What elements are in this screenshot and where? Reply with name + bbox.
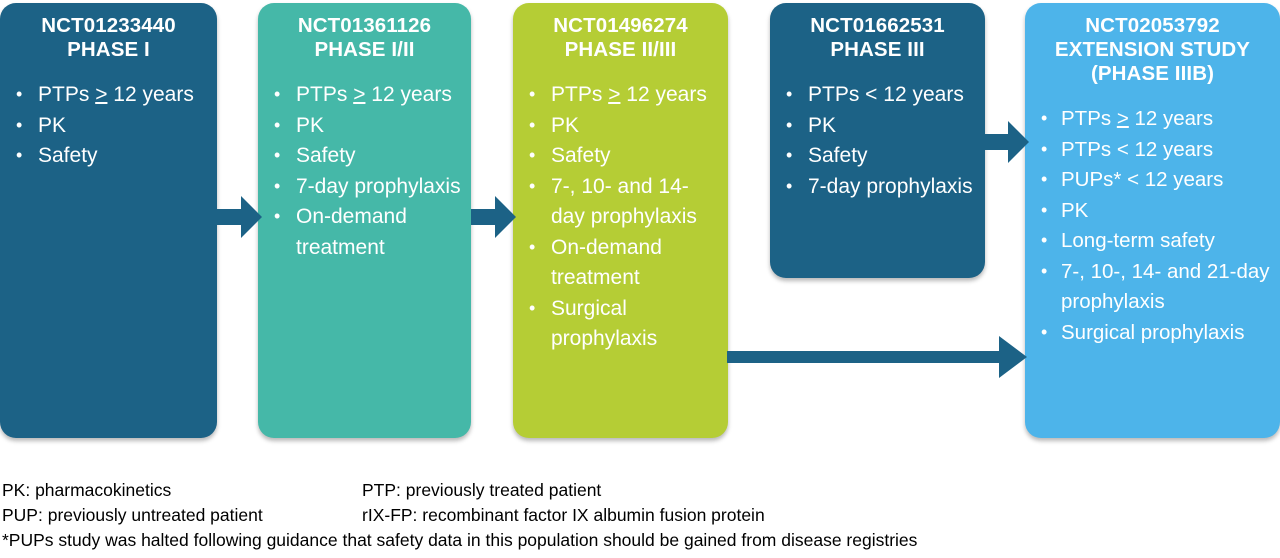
- footnotes: PK: pharmacokinetics PTP: previously tre…: [0, 478, 1280, 553]
- footnote-ptp: PTP: previously treated patient: [362, 480, 602, 500]
- footnote-pk: PK: pharmacokinetics: [2, 480, 172, 500]
- arrow-right-icon-box4-to-box5: [985, 121, 1029, 163]
- list-item: PK: [1035, 195, 1270, 227]
- study-box-nct02053792[interactable]: NCT02053792 EXTENSION STUDY (PHASE IIIB)…: [1025, 3, 1280, 438]
- arrow-right-icon-box2-to-box3: [471, 196, 516, 238]
- greater-or-equal-symbol: >: [353, 83, 366, 106]
- footnote-pup: PUP: previously untreated patient: [2, 505, 263, 525]
- study-box-title: NCT01662531 PHASE III: [810, 14, 945, 61]
- arrow-right-icon-box1-to-box2: [217, 196, 262, 238]
- list-item: PTPs > 12 years: [1035, 103, 1270, 135]
- footnote-pups-asterisk: *PUPs study was halted following guidanc…: [2, 530, 918, 550]
- list-item: 7-day prophylaxis: [780, 171, 975, 203]
- footnote-row-1: PK: pharmacokinetics PTP: previously tre…: [0, 478, 1280, 503]
- study-box-nct01662531[interactable]: NCT01662531 PHASE III PTPs < 12 years PK…: [770, 3, 985, 278]
- study-box-nct01233440[interactable]: NCT01233440 PHASE I PTPs > 12 years PK S…: [0, 3, 217, 438]
- list-item: Surgical prophylaxis: [1035, 317, 1270, 349]
- list-item: 7-, 10-, 14- and 21-day prophylaxis: [1035, 256, 1270, 318]
- list-item: On-demand treatment: [268, 201, 461, 263]
- greater-or-equal-symbol: >: [95, 83, 108, 106]
- study-objectives-list: PTPs > 12 years PTPs < 12 years PUPs* < …: [1035, 103, 1270, 349]
- list-item: Safety: [780, 140, 975, 172]
- footnote-row-3: *PUPs study was halted following guidanc…: [0, 528, 1280, 553]
- study-box-title: NCT01496274 PHASE II/III: [553, 14, 688, 61]
- list-item: Safety: [268, 140, 461, 172]
- list-item: PK: [268, 110, 461, 142]
- list-item: PK: [523, 110, 718, 142]
- list-item: On-demand treatment: [523, 232, 718, 294]
- list-item: PTPs > 12 years: [523, 79, 718, 111]
- footnote-rix-fp: rIX-FP: recombinant factor IX albumin fu…: [362, 505, 765, 525]
- study-objectives-list: PTPs > 12 years PK Safety: [10, 79, 207, 172]
- list-item: PK: [780, 110, 975, 142]
- study-box-title: NCT01361126 PHASE I/II: [297, 14, 432, 61]
- list-item: PTPs < 12 years: [780, 79, 975, 111]
- arrow-right-icon-box3-to-box5: [727, 336, 1027, 378]
- list-item: Long-term safety: [1035, 225, 1270, 257]
- list-item: Safety: [10, 140, 207, 172]
- list-item: PTPs > 12 years: [268, 79, 461, 111]
- study-objectives-list: PTPs > 12 years PK Safety 7-day prophyla…: [268, 79, 461, 263]
- study-box-nct01361126[interactable]: NCT01361126 PHASE I/II PTPs > 12 years P…: [258, 3, 471, 438]
- study-box-title: NCT01233440 PHASE I: [41, 14, 176, 61]
- study-box-nct01496274[interactable]: NCT01496274 PHASE II/III PTPs > 12 years…: [513, 3, 728, 438]
- list-item: Surgical prophylaxis: [523, 293, 718, 355]
- greater-or-equal-symbol: >: [608, 83, 621, 106]
- list-item: PTPs > 12 years: [10, 79, 207, 111]
- list-item: PUPs* < 12 years: [1035, 164, 1270, 196]
- list-item: Safety: [523, 140, 718, 172]
- list-item: PK: [10, 110, 207, 142]
- study-objectives-list: PTPs < 12 years PK Safety 7-day prophyla…: [780, 79, 975, 203]
- list-item: 7-, 10- and 14-day prophylaxis: [523, 171, 718, 233]
- list-item: 7-day prophylaxis: [268, 171, 461, 203]
- footnote-row-2: PUP: previously untreated patient rIX-FP…: [0, 503, 1280, 528]
- list-item: PTPs < 12 years: [1035, 134, 1270, 166]
- study-objectives-list: PTPs > 12 years PK Safety 7-, 10- and 14…: [523, 79, 718, 355]
- greater-or-equal-symbol: >: [1116, 107, 1129, 130]
- study-box-title: NCT02053792 EXTENSION STUDY (PHASE IIIB): [1054, 14, 1251, 85]
